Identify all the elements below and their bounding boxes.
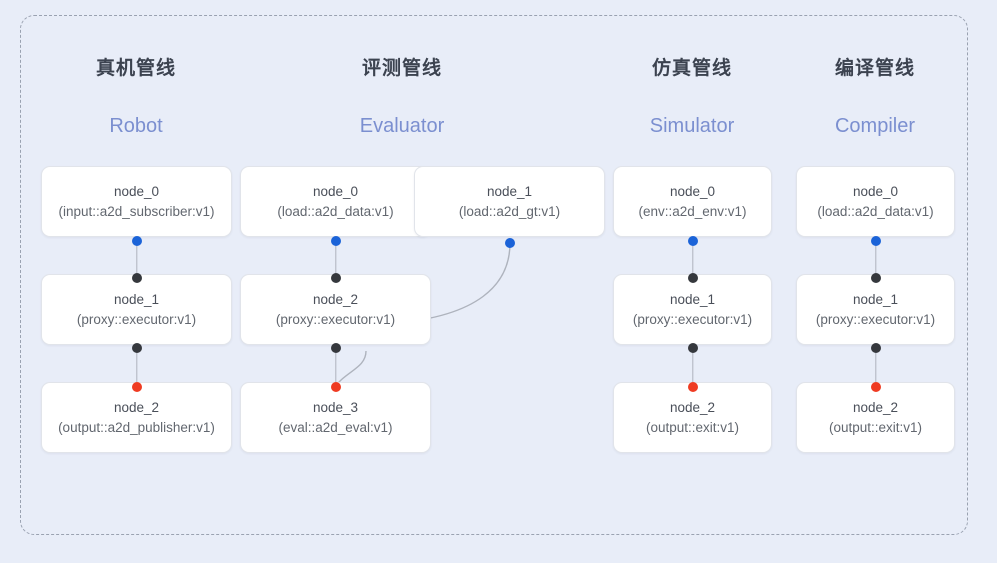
column-title-cn-robot: 真机管线 [95, 58, 176, 79]
connector-dot-black-compiler-2[interactable] [870, 343, 881, 353]
node-type-label: (output::a2d_publisher:v1) [58, 419, 215, 435]
column-title-en-evaluator: Evaluator [359, 115, 445, 137]
node-type-label: (proxy::executor:v1) [632, 311, 753, 327]
node-type-label: (proxy::executor:v1) [815, 311, 936, 327]
node-type-label: (eval::a2d_eval:v1) [278, 419, 393, 435]
node-type-label: (output::exit:v1) [645, 419, 740, 435]
connector-dot-black-compiler-1[interactable] [870, 273, 881, 283]
node-box-robot-node_0[interactable]: node_0(input::a2d_subscriber:v1) [41, 166, 232, 237]
node-name-label: node_1 [669, 291, 716, 307]
node-box-evaluator-node_0[interactable]: node_0(load::a2d_data:v1) [240, 166, 431, 237]
connector-dot-black-evaluator-2[interactable] [330, 273, 341, 283]
node-box-evaluator-node_2[interactable]: node_2(proxy::executor:v1) [240, 274, 431, 345]
edge-line-robot-0 [135, 241, 138, 278]
edge-line-evaluator-1 [334, 348, 337, 387]
node-box-compiler-node_1[interactable]: node_1(proxy::executor:v1) [796, 274, 955, 345]
connector-dot-black-robot-2[interactable] [131, 343, 142, 353]
node-box-simulator-node_2[interactable]: node_2(output::exit:v1) [613, 382, 772, 453]
connector-dot-red-robot-3[interactable] [131, 382, 142, 392]
node-box-compiler-node_0[interactable]: node_0(load::a2d_data:v1) [796, 166, 955, 237]
node-name-label: node_2 [113, 399, 160, 415]
connector-dot-black-robot-1[interactable] [131, 273, 142, 283]
node-name-label: node_2 [852, 399, 899, 415]
pipeline-column-evaluator: 评测管线 Evaluator [282, 56, 522, 139]
connector-dot-red-evaluator-4[interactable] [330, 382, 341, 392]
node-name-label: node_3 [312, 399, 359, 415]
pipeline-column-simulator: 仿真管线 Simulator [572, 56, 812, 139]
edge-line-compiler-1 [874, 348, 877, 387]
node-name-label: node_0 [852, 183, 899, 199]
node-box-evaluator-node_3[interactable]: node_3(eval::a2d_eval:v1) [240, 382, 431, 453]
node-type-label: (output::exit:v1) [828, 419, 923, 435]
node-type-label: (input::a2d_subscriber:v1) [58, 203, 215, 219]
connector-dot-black-simulator-2[interactable] [687, 343, 698, 353]
node-name-label: node_0 [312, 183, 359, 199]
connector-dot-red-compiler-3[interactable] [870, 382, 881, 392]
connector-dot-black-evaluator-3[interactable] [330, 343, 341, 353]
connector-dot-blue-simulator-0[interactable] [687, 236, 698, 246]
column-title-cn-simulator: 仿真管线 [651, 58, 732, 79]
node-box-simulator-node_0[interactable]: node_0(env::a2d_env:v1) [613, 166, 772, 237]
node-type-label: (proxy::executor:v1) [275, 311, 396, 327]
column-title-cn-evaluator: 评测管线 [361, 58, 442, 79]
node-name-label: node_0 [669, 183, 716, 199]
node-name-label: node_2 [669, 399, 716, 415]
connector-dot-blue-compiler-0[interactable] [870, 236, 881, 246]
node-name-label: node_1 [113, 291, 160, 307]
node-type-label: (load::a2d_data:v1) [817, 203, 934, 219]
connector-dot-blue-evaluator-1[interactable] [505, 238, 515, 248]
connector-dot-black-simulator-1[interactable] [687, 273, 698, 283]
node-type-label: (load::a2d_data:v1) [277, 203, 394, 219]
connector-dot-blue-robot-0[interactable] [131, 236, 142, 246]
node-name-label: node_2 [312, 291, 359, 307]
connector-dot-red-simulator-3[interactable] [687, 382, 698, 392]
node-name-label: node_0 [113, 183, 160, 199]
pipeline-column-robot: 真机管线 Robot [16, 56, 256, 139]
node-box-robot-node_2[interactable]: node_2(output::a2d_publisher:v1) [41, 382, 232, 453]
node-name-label: node_1 [852, 291, 899, 307]
connector-dot-blue-evaluator-0[interactable] [330, 236, 341, 246]
column-title-en-compiler: Compiler [834, 115, 916, 137]
node-name-label: node_1 [486, 183, 533, 199]
column-title-en-robot: Robot [109, 115, 163, 137]
node-type-label: (load::a2d_gt:v1) [458, 203, 561, 219]
node-box-robot-node_1[interactable]: node_1(proxy::executor:v1) [41, 274, 232, 345]
edge-line-robot-1 [135, 348, 138, 387]
node-type-label: (env::a2d_env:v1) [638, 203, 747, 219]
edge-line-compiler-0 [874, 241, 877, 278]
edge-line-simulator-1 [691, 348, 694, 387]
edge-line-simulator-0 [691, 241, 694, 278]
node-box-compiler-node_2[interactable]: node_2(output::exit:v1) [796, 382, 955, 453]
node-type-label: (proxy::executor:v1) [76, 311, 197, 327]
column-title-cn-compiler: 编译管线 [834, 58, 915, 79]
node-box-simulator-node_1[interactable]: node_1(proxy::executor:v1) [613, 274, 772, 345]
pipeline-column-compiler: 编译管线 Compiler [755, 56, 995, 139]
edge-line-evaluator-0 [334, 241, 337, 278]
column-title-en-simulator: Simulator [649, 115, 735, 137]
node-box-evaluator-node_1[interactable]: node_1(load::a2d_gt:v1) [414, 166, 605, 237]
